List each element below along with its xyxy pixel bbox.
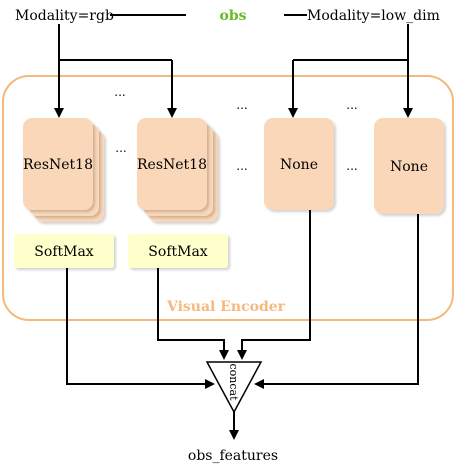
resnet18-module-a: ResNet18 <box>23 118 104 222</box>
softmax-block-a: SoftMax <box>14 234 114 268</box>
visual-encoder-container <box>2 75 454 321</box>
wire-softmax-a-to-concat <box>66 268 215 389</box>
concat-label: concat <box>227 363 240 401</box>
none-label-b: None <box>390 159 428 175</box>
resnet18-module-b: ResNet18 <box>137 118 218 222</box>
none-module-b: None <box>374 118 444 214</box>
output-label: obs_features <box>188 448 278 464</box>
softmax-label-a: SoftMax <box>34 244 94 260</box>
ellipsis-top-rgb: ... <box>114 85 125 99</box>
softmax-label-b: SoftMax <box>148 244 208 260</box>
modality-rgb-label: Modality=rgb <box>15 8 114 24</box>
wire-none-b-to-concat <box>254 214 419 389</box>
resnet18-label-b: ResNet18 <box>137 157 207 173</box>
ellipsis-top-low-dim: ... <box>346 98 357 112</box>
none-module-a: None <box>264 118 334 210</box>
obs-label: obs <box>219 8 246 24</box>
resnet18-label-a: ResNet18 <box>23 157 93 173</box>
wire-none-a-to-concat <box>237 210 311 360</box>
softmax-block-b: SoftMax <box>128 234 228 268</box>
ellipsis-mid-low-dim: ... <box>346 159 357 173</box>
none-label-a: None <box>280 157 318 173</box>
concat-operator <box>205 361 263 414</box>
ellipsis-mid-rgb: ... <box>115 141 126 155</box>
ellipsis-mid-center: ... <box>236 159 247 173</box>
ellipsis-top-mid: ... <box>236 98 247 112</box>
wire-softmax-b-to-concat <box>157 268 229 360</box>
visual-encoder-label: Visual Encoder <box>166 299 286 315</box>
modality-low-dim-label: Modality=low_dim <box>307 8 440 24</box>
